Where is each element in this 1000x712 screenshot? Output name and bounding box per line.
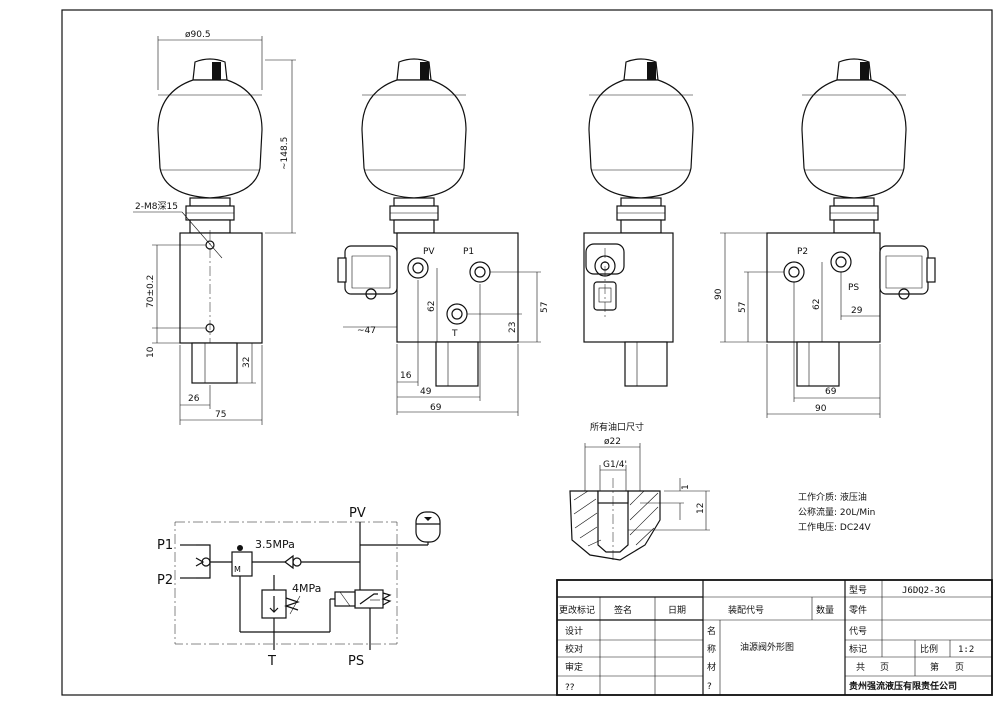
port-detail-title: 所有油口尺寸 (590, 421, 644, 433)
tb-model-value: J6DQ2-3G (902, 586, 945, 596)
side-view-3: P2 PS 90 57 62 29 69 90 (714, 58, 936, 418)
schematic-p2: P2 (157, 573, 173, 588)
dim-23: 23 (508, 322, 518, 333)
tb-extra1: ?? (565, 683, 575, 693)
dim-62: 62 (427, 301, 437, 312)
tb-total-label: 共 (856, 662, 865, 673)
schematic-motor: M (234, 565, 241, 574)
dim-width: 75 (215, 410, 226, 420)
tb-design-label: 设计 (565, 625, 583, 637)
dim-90v: 90 (714, 288, 724, 300)
side-view-2 (583, 58, 694, 387)
tb-sheet-label: 第 (930, 661, 939, 673)
dim-49: 49 (420, 387, 432, 397)
dim-57: 57 (540, 302, 550, 313)
title-block: 型号 J6DQ2-3G 零件 代号 标记 比例 1:2 共 页 第 页 贵州强流… (556, 579, 993, 696)
port-t: T (451, 329, 458, 339)
side-view-1: PV P1 T ~47 62 57 23 16 49 69 (337, 58, 550, 416)
tb-scale-value: 1:2 (958, 645, 974, 655)
port-detail: 所有油口尺寸 ø22 G1/4' 1 12 (569, 421, 710, 561)
schematic-p4: 4MPa (292, 582, 321, 595)
tb-page-unit1: 页 (880, 662, 889, 673)
tb-call-label: 称 (707, 643, 716, 655)
dim-62b: 62 (812, 299, 822, 310)
tb-assembly-label: 装配代号 (728, 604, 764, 616)
tb-extra2: ? (707, 682, 712, 692)
dim-29: 29 (851, 306, 863, 316)
tb-part-label: 零件 (849, 604, 867, 616)
tb-date-label: 日期 (668, 605, 686, 616)
drawing-frame (61, 9, 993, 696)
tb-material-label: 材 (707, 661, 716, 673)
dim-height: ~148.5 (280, 137, 290, 170)
tb-page-unit2: 页 (955, 662, 964, 673)
tb-qty-label: 数量 (816, 604, 834, 616)
port-detail-thread: G1/4' (603, 460, 627, 470)
dim-90h: 90 (815, 404, 827, 414)
port-pv: PV (423, 247, 435, 257)
tb-drawing-name: 油源阀外形图 (740, 641, 794, 653)
front-view: ø90.5 ~148.5 2-M8深15 70±0.2 10 32 26 75 (133, 30, 296, 425)
port-detail-dia: ø22 (604, 437, 621, 447)
port-ps: PS (848, 283, 859, 293)
spec-medium: 工作介质: 液压油 (798, 491, 867, 503)
dim-16: 16 (400, 371, 412, 381)
dim-hole-spacing: 70±0.2 (146, 275, 156, 308)
dim-57b: 57 (738, 302, 748, 313)
tb-check-label: 校对 (565, 643, 583, 655)
tb-code-label: 代号 (849, 626, 867, 637)
dim-shaft-offset: 26 (188, 394, 200, 404)
dim-bolt: 2-M8深15 (135, 201, 178, 212)
tb-scale-label: 比例 (920, 643, 938, 655)
port-p2: P2 (797, 247, 808, 257)
dim-shaft-len: 32 (242, 357, 252, 368)
dim-bottom: 10 (146, 346, 156, 358)
port-detail-depth12: 12 (696, 503, 706, 514)
dim-diameter: ø90.5 (185, 30, 211, 40)
schematic-ps: PS (348, 654, 364, 669)
spec-voltage: 工作电压: DC24V (798, 521, 872, 533)
hydraulic-schematic: P1 P2 M 3.5MPa PV 4MPa T (157, 506, 441, 669)
tb-company: 贵州强流液压有限责任公司 (849, 680, 957, 692)
tb-name-label: 名 (707, 625, 716, 637)
schematic-t: T (267, 654, 276, 669)
dim-69b: 69 (825, 387, 837, 397)
tb-mark-label: 标记 (849, 643, 867, 655)
port-detail-depth1: 1 (681, 484, 691, 490)
dim-47: ~47 (357, 326, 376, 336)
tb-model-label: 型号 (849, 585, 867, 596)
schematic-pv: PV (349, 506, 366, 521)
tb-sign-label: 签名 (614, 604, 632, 616)
schematic-p35: 3.5MPa (255, 538, 295, 551)
dim-69: 69 (430, 403, 442, 413)
specs-notes: 工作介质: 液压油 公称流量: 20L/Min 工作电压: DC24V (798, 491, 875, 533)
spec-flow: 公称流量: 20L/Min (798, 506, 875, 518)
tb-mod-label: 更改标记 (559, 604, 595, 616)
tb-review-label: 审定 (565, 661, 583, 673)
port-p1: P1 (463, 247, 474, 257)
schematic-p1: P1 (157, 538, 173, 553)
